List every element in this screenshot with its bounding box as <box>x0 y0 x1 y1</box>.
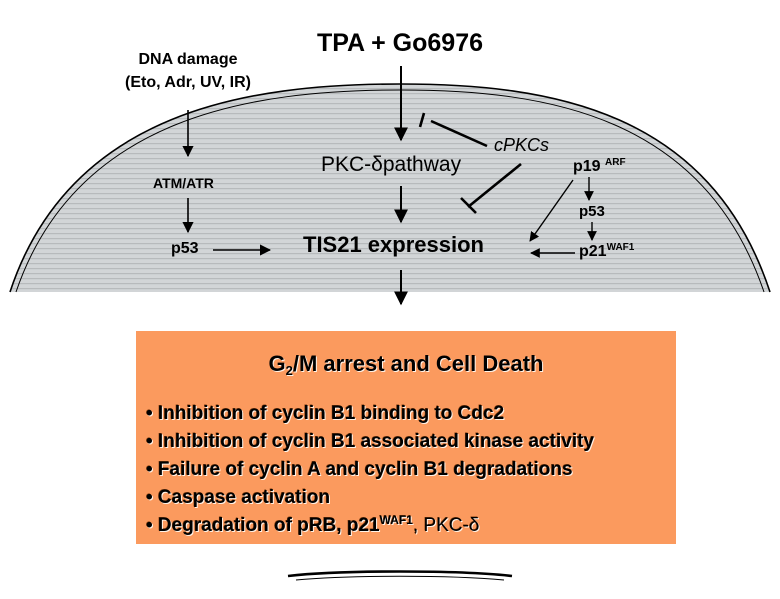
dna-damage-label: DNA damage <box>138 51 238 68</box>
stimulus-title: TPA + Go6976 <box>316 29 484 57</box>
lower-cell-membrane <box>287 570 513 578</box>
outcome-title-g: G <box>268 351 286 376</box>
inhibit-cpkcs-to-tpa <box>430 119 488 148</box>
outcome-item: • Failure of cyclin A and cyclin B1 degr… <box>146 459 573 480</box>
atm-atr-label: ATM/ATR <box>153 175 214 191</box>
outcome-item: • Inhibition of cyclin B1 binding to Cdc… <box>146 403 505 424</box>
arrow-p19-to-tis21 <box>529 179 574 242</box>
outcome-box: G2/M arrest and Cell Death • Inhibition … <box>136 331 676 544</box>
outcome-title: G2/M arrest and Cell Death <box>136 351 676 377</box>
tis21-expression-label: TIS21 expression <box>303 232 484 257</box>
outcome-last-pre: • Degradation of pRB, p21 <box>146 515 380 536</box>
p53-left-label: p53 <box>171 240 199 257</box>
outcome-title-rest: /M arrest and Cell Death <box>292 351 544 376</box>
outcome-item: • Inhibition of cyclin B1 associated kin… <box>146 431 595 452</box>
lower-cell-membrane-inner <box>295 575 505 581</box>
outcome-item-last: • Degradation of pRB, p21WAF1, PKC-δ <box>146 513 480 537</box>
inhibit-bar-2 <box>460 197 477 214</box>
p53-right-label: p53 <box>579 203 605 220</box>
pkc-delta-pathway-label: PKC-δpathway <box>321 153 462 176</box>
outcome-last-post: , PKC-δ <box>412 515 480 536</box>
inhibit-bar-1 <box>418 112 426 128</box>
cell-membrane <box>10 84 770 292</box>
outcome-title-subscript: 2 <box>285 363 293 378</box>
p21-waf1-label: p21WAF1 <box>579 243 634 261</box>
outcome-last-superscript: WAF1 <box>379 513 413 527</box>
p19-superscript: ARF <box>605 157 626 168</box>
inhibit-cpkcs-to-tis21 <box>467 162 522 209</box>
dna-damage-agents-label: (Eto, Adr, UV, IR) <box>125 74 251 91</box>
outcome-item: • Caspase activation <box>146 487 331 508</box>
p21-superscript: WAF1 <box>606 242 635 253</box>
cpkcs-label: cPKCs <box>494 135 550 155</box>
p21-text: p21 <box>579 243 607 260</box>
p19-arf-label: p19 ARF <box>573 158 626 176</box>
p19-text: p19 <box>573 158 601 175</box>
